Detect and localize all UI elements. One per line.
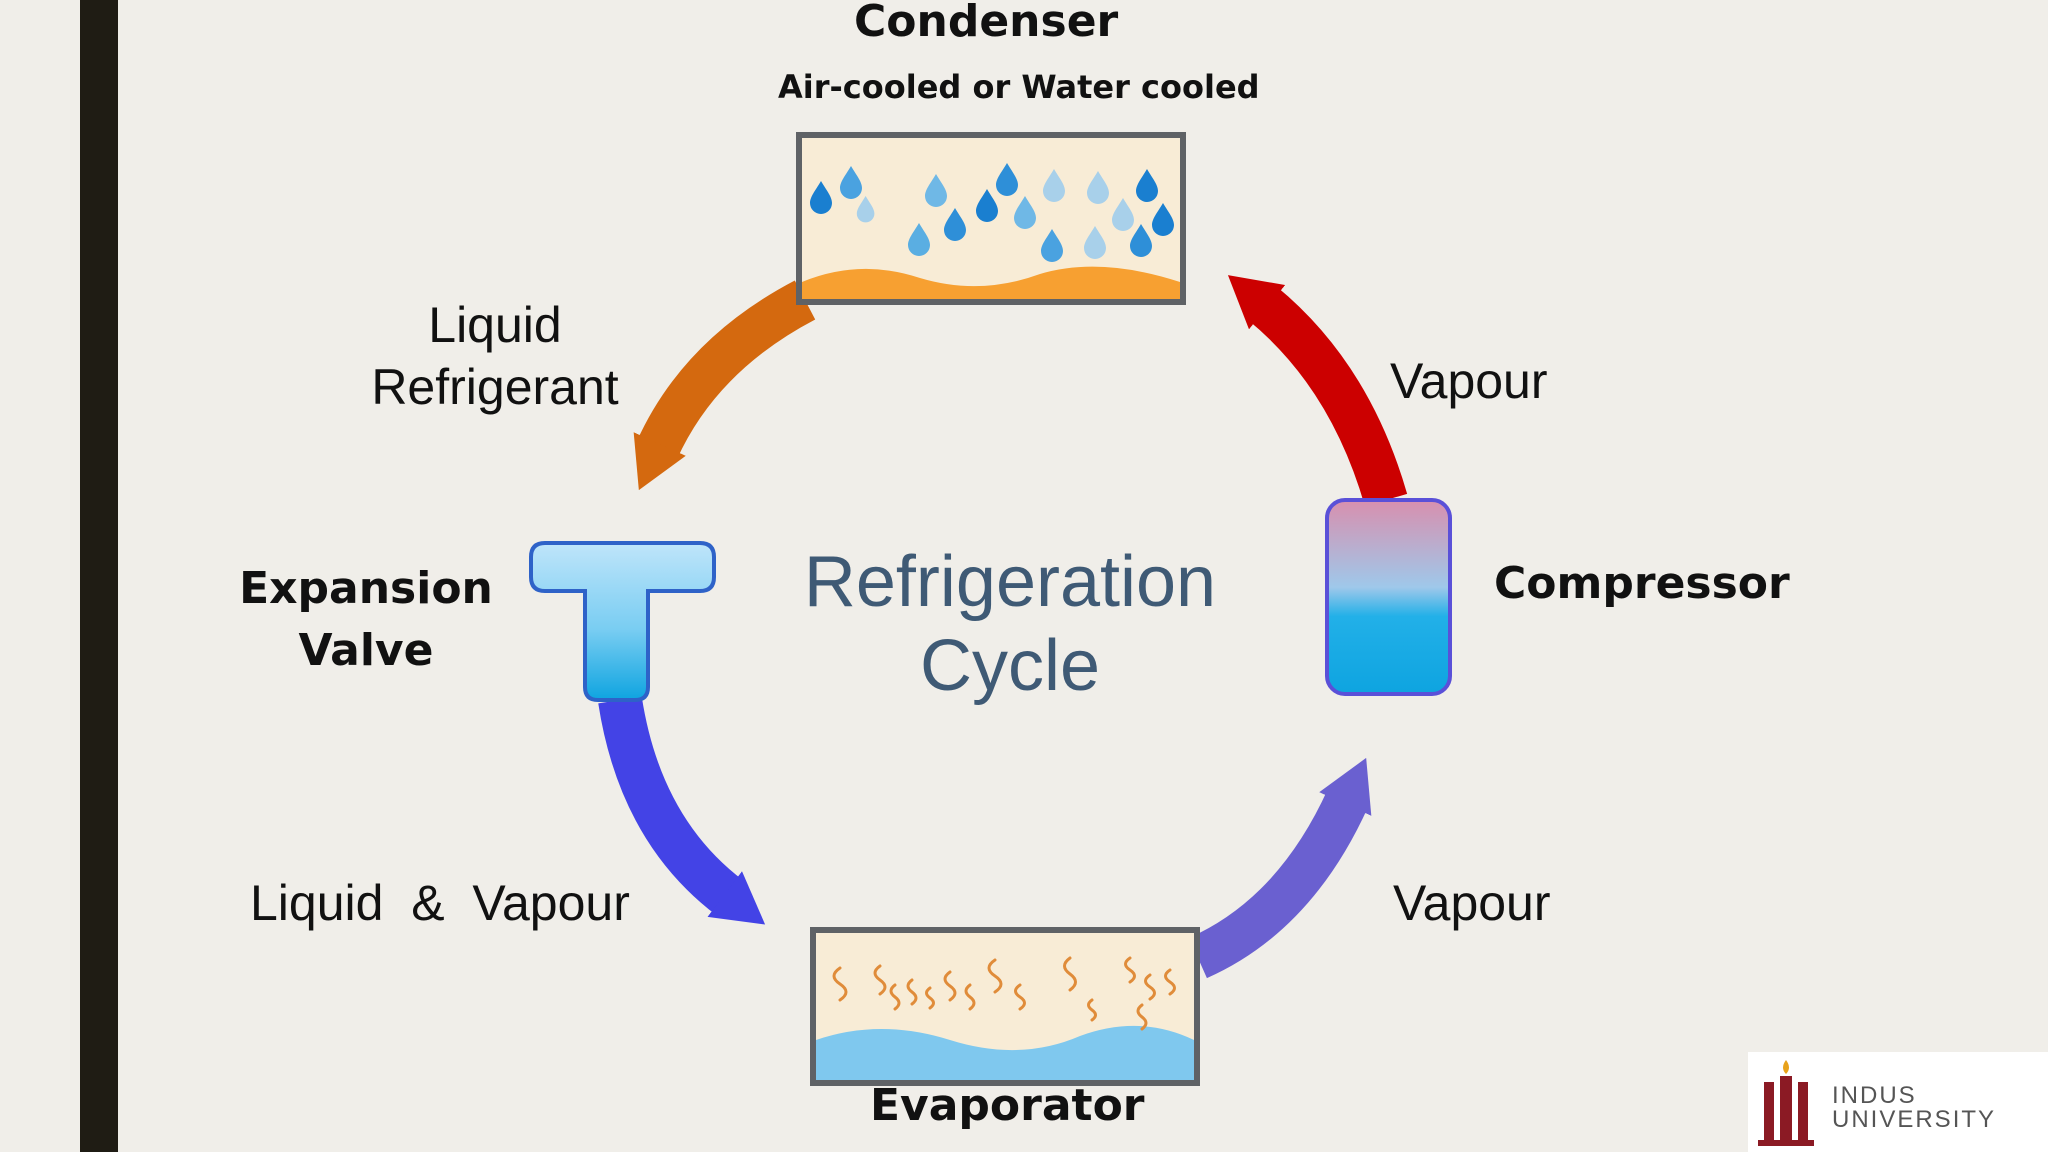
arrow-valve-to-evaporator	[598, 696, 766, 925]
liquid-vapour-label: Liquid & Vapour	[250, 875, 630, 931]
expansion-valve-line1: Expansion	[239, 563, 493, 614]
heat-wave-icons	[832, 956, 1176, 1031]
condenser-subtitle: Air-cooled or Water cooled	[778, 68, 1260, 106]
arrow-compressor-to-condenser	[1227, 275, 1408, 507]
diagram-title-line1: Refrigeration	[803, 542, 1217, 622]
logo-line2: UNIVERSITY	[1832, 1106, 1997, 1133]
condenser-box	[796, 132, 1186, 305]
diagram-title: Refrigeration Cycle	[790, 540, 1230, 708]
compressor-label: Compressor	[1494, 558, 1790, 609]
liquid-refrigerant-label: Liquid Refrigerant	[360, 294, 630, 418]
diagram-title-line2: Cycle	[919, 626, 1101, 706]
university-crest-icon	[1758, 1060, 1814, 1146]
expansion-valve-label: Expansion Valve	[236, 558, 496, 682]
logo-line1: INDUS	[1832, 1082, 1917, 1109]
expansion-valve-shape	[529, 541, 716, 702]
vapour-upper-label: Vapour	[1390, 353, 1548, 409]
compressor-cylinder	[1325, 498, 1452, 696]
evaporator-label: Evaporator	[870, 1080, 1145, 1131]
arrow-condenser-to-valve	[633, 280, 816, 491]
arrow-evaporator-to-compressor	[1188, 757, 1372, 979]
vapour-lower-label: Vapour	[1393, 875, 1551, 931]
evaporator-box	[810, 927, 1200, 1086]
indus-university-logo: INDUS UNIVERSITY	[1748, 1052, 2048, 1152]
liquid-refrigerant-line1: Liquid	[428, 297, 562, 353]
condenser-label: Condenser	[854, 0, 1119, 47]
expansion-valve-line2: Valve	[298, 625, 434, 676]
liquid-refrigerant-line2: Refrigerant	[371, 359, 619, 415]
slide-accent-bar	[80, 0, 118, 1152]
